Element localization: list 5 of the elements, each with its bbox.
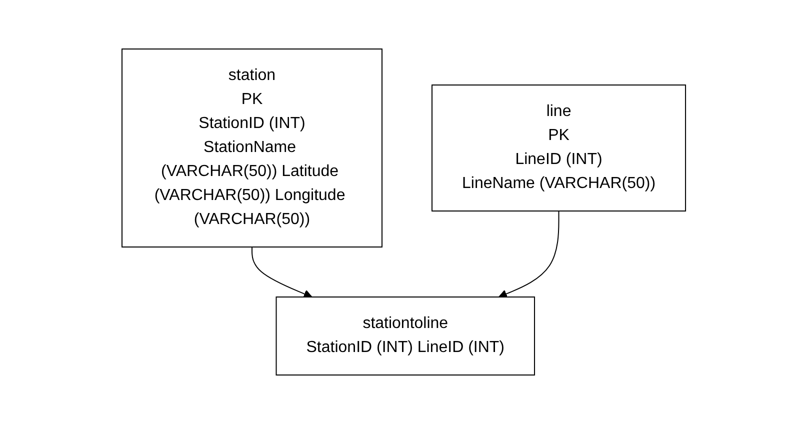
node-box: stationtoline StationID (INT) LineID (INT)	[275, 296, 535, 375]
node-box: line PK LineID (INT) LineName (VARCHAR(50))	[431, 84, 686, 211]
node-box: station PK StationID (INT) StationName (VARCHAR(50)) Latitude (VARCHAR(50)) Longitude (VARCHAR(50))	[121, 48, 382, 247]
arrow	[498, 210, 559, 298]
arrow	[251, 246, 312, 298]
